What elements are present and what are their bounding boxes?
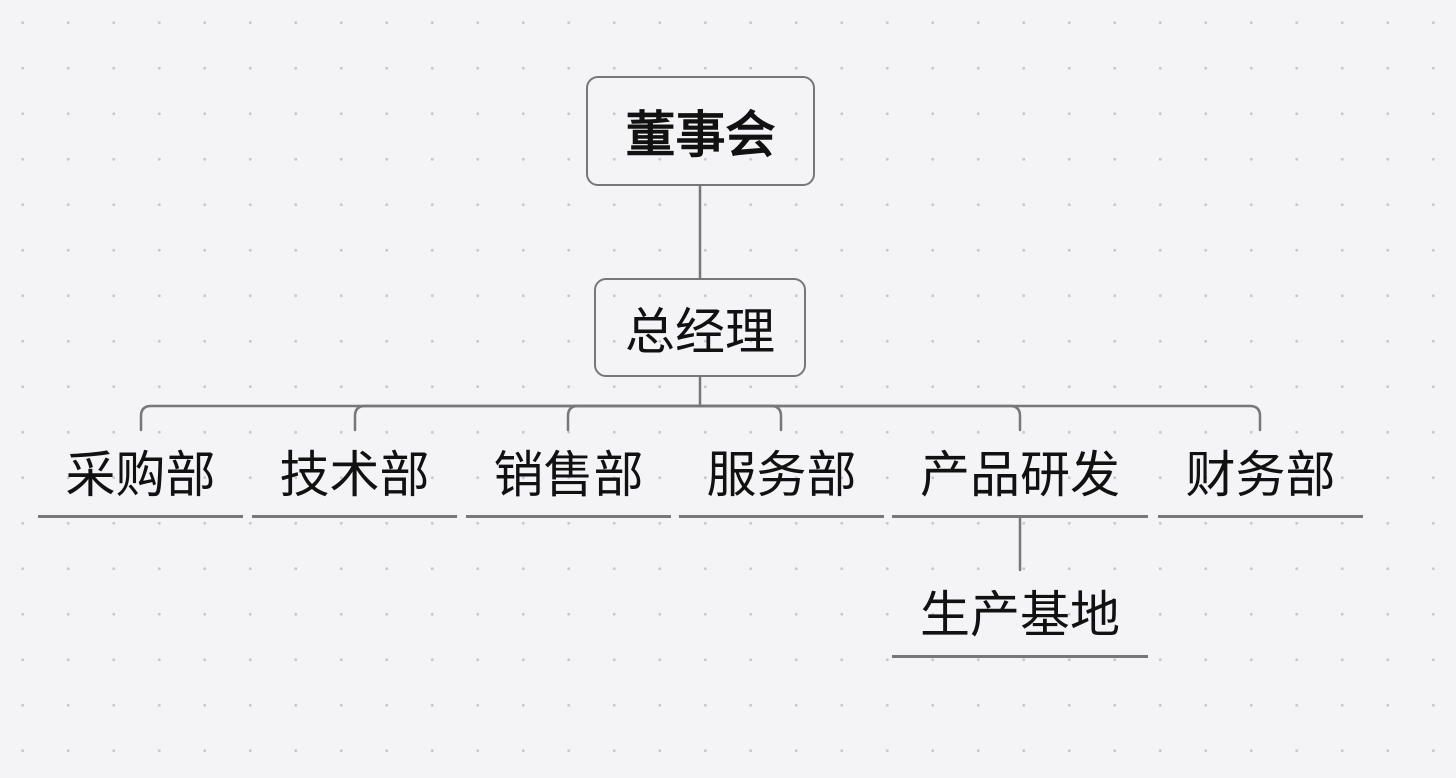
node-dept-sales[interactable]: 销售部: [466, 430, 671, 518]
node-label: 服务部: [706, 445, 857, 504]
node-label: 采购部: [65, 445, 216, 504]
node-label: 销售部: [493, 445, 644, 504]
connector-branch-to-dept-procurement: [139, 404, 702, 432]
node-dept-tech[interactable]: 技术部: [252, 430, 457, 518]
node-dept-procurement[interactable]: 采购部: [38, 430, 243, 518]
node-dept-finance[interactable]: 财务部: [1158, 430, 1363, 518]
connector-branch-to-dept-sales: [566, 404, 702, 432]
node-production-base[interactable]: 生产基地: [892, 570, 1148, 658]
node-label: 财务部: [1185, 445, 1336, 504]
connector-branch-to-dept-finance: [698, 404, 1262, 432]
connector-branch-to-dept-rnd: [698, 404, 1022, 432]
node-dept-service[interactable]: 服务部: [679, 430, 884, 518]
node-label: 总经理: [625, 302, 775, 361]
node-dept-rnd[interactable]: 产品研发: [892, 430, 1148, 518]
node-label: 产品研发: [920, 445, 1120, 504]
node-label: 董事会: [625, 106, 776, 164]
node-label: 生产基地: [920, 585, 1120, 644]
node-label: 技术部: [279, 445, 430, 504]
node-general-manager[interactable]: 总经理: [594, 278, 806, 377]
connector-branch-to-dept-service: [698, 404, 783, 432]
node-board-of-directors[interactable]: 董事会: [586, 76, 815, 186]
connector-branch-to-dept-tech: [353, 404, 702, 432]
